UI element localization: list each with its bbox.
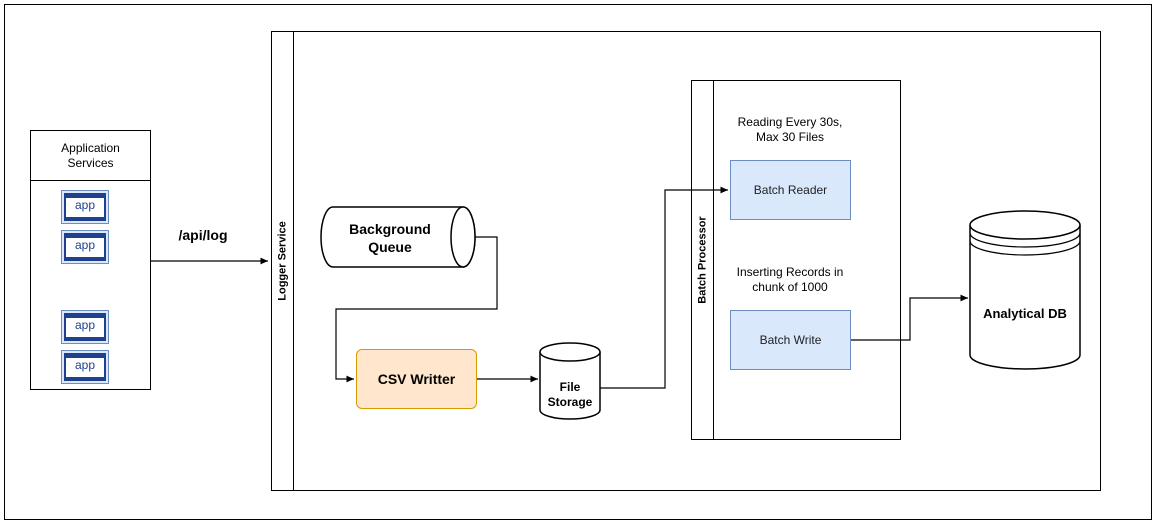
app-icon: app — [61, 190, 109, 224]
storage-to-reader-connector — [600, 186, 728, 389]
background-queue-shape — [320, 206, 476, 268]
app-label: app — [74, 198, 96, 212]
batch-write-note: Inserting Records in chunk of 1000 — [736, 265, 844, 294]
app-icon: app — [61, 230, 109, 264]
writer-to-db-connector — [851, 294, 968, 341]
app-icon: app — [61, 350, 109, 384]
batch-reader-box: Batch Reader — [730, 160, 851, 220]
queue-to-writer-connector — [335, 236, 498, 383]
api-log-label: /api/log — [178, 227, 228, 243]
batch-processor-container — [691, 80, 901, 440]
logger-service-title-bar: Logger Service — [271, 31, 294, 491]
file-storage-shape — [539, 342, 601, 420]
application-services-title: Application Services — [61, 140, 120, 170]
analytical-db-label: Analytical DB — [983, 306, 1067, 321]
app-label: app — [74, 358, 96, 372]
batch-processor-title-bar: Batch Processor — [691, 80, 714, 440]
file-storage-label-line2: Storage — [547, 395, 593, 409]
batch-write-label: Batch Write — [759, 333, 822, 347]
batch-write-box: Batch Write — [730, 310, 851, 370]
csv-writer-label: CSV Writter — [377, 371, 456, 387]
application-services-header: Application Services — [31, 131, 150, 181]
file-storage-label-line1: File — [559, 380, 581, 394]
app-icon: app — [61, 310, 109, 344]
csv-writer-box: CSV Writter — [356, 349, 477, 409]
batch-reader-label: Batch Reader — [753, 183, 828, 197]
background-queue-label: Background Queue — [349, 221, 431, 255]
batch-reader-note: Reading Every 30s, Max 30 Files — [737, 115, 843, 144]
analytical-db-shape — [969, 210, 1081, 370]
app-label: app — [74, 238, 96, 252]
file-storage-label: File Storage — [540, 380, 600, 410]
app-label: app — [74, 318, 96, 332]
